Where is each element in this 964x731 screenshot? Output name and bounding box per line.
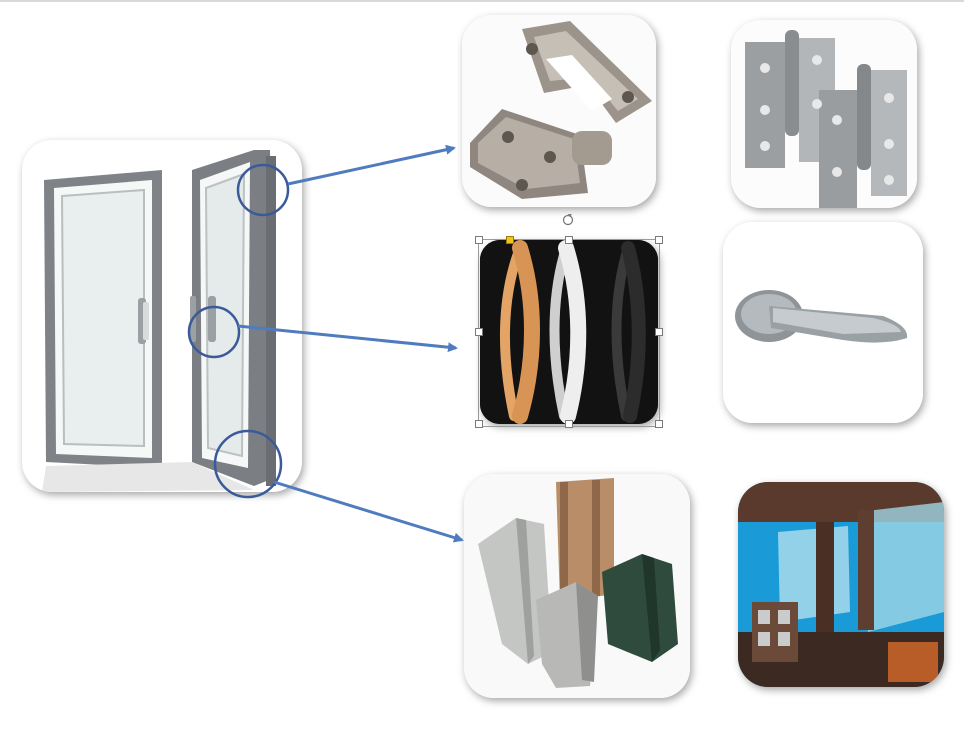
resize-handle-e[interactable] bbox=[655, 328, 663, 336]
resize-handle-s[interactable] bbox=[565, 420, 573, 428]
resize-handle-ne[interactable] bbox=[655, 236, 663, 244]
resize-handle-sw[interactable] bbox=[475, 420, 483, 428]
resize-handle-w[interactable] bbox=[475, 328, 483, 336]
butt-hinge-photo bbox=[462, 15, 656, 207]
hinge-arrow bbox=[287, 144, 456, 186]
hinge-icon bbox=[462, 15, 656, 207]
aluminium-profiles-photo bbox=[464, 474, 690, 698]
lever-handle-icon bbox=[723, 222, 923, 423]
resize-handle-n[interactable] bbox=[565, 236, 573, 244]
door-illustration bbox=[22, 140, 302, 492]
double-door-icon bbox=[42, 150, 276, 492]
pull-handles-photo bbox=[480, 240, 658, 424]
rotate-handle-icon[interactable] bbox=[562, 214, 574, 226]
window-frame-section-photo bbox=[738, 482, 944, 687]
lever-handle-photo bbox=[723, 222, 923, 423]
lift-off-hinges-photo bbox=[731, 20, 917, 208]
frame-arrow bbox=[273, 480, 464, 543]
top-rule bbox=[0, 0, 964, 2]
resize-handle-nw[interactable] bbox=[475, 236, 483, 244]
pull-handle-icon bbox=[480, 240, 658, 424]
window-section-icon bbox=[738, 482, 944, 687]
hinge-pair-icon bbox=[731, 20, 917, 208]
resize-handle-se[interactable] bbox=[655, 420, 663, 428]
adjust-handle[interactable] bbox=[506, 236, 514, 244]
extrusion-profile-icon bbox=[464, 474, 690, 698]
